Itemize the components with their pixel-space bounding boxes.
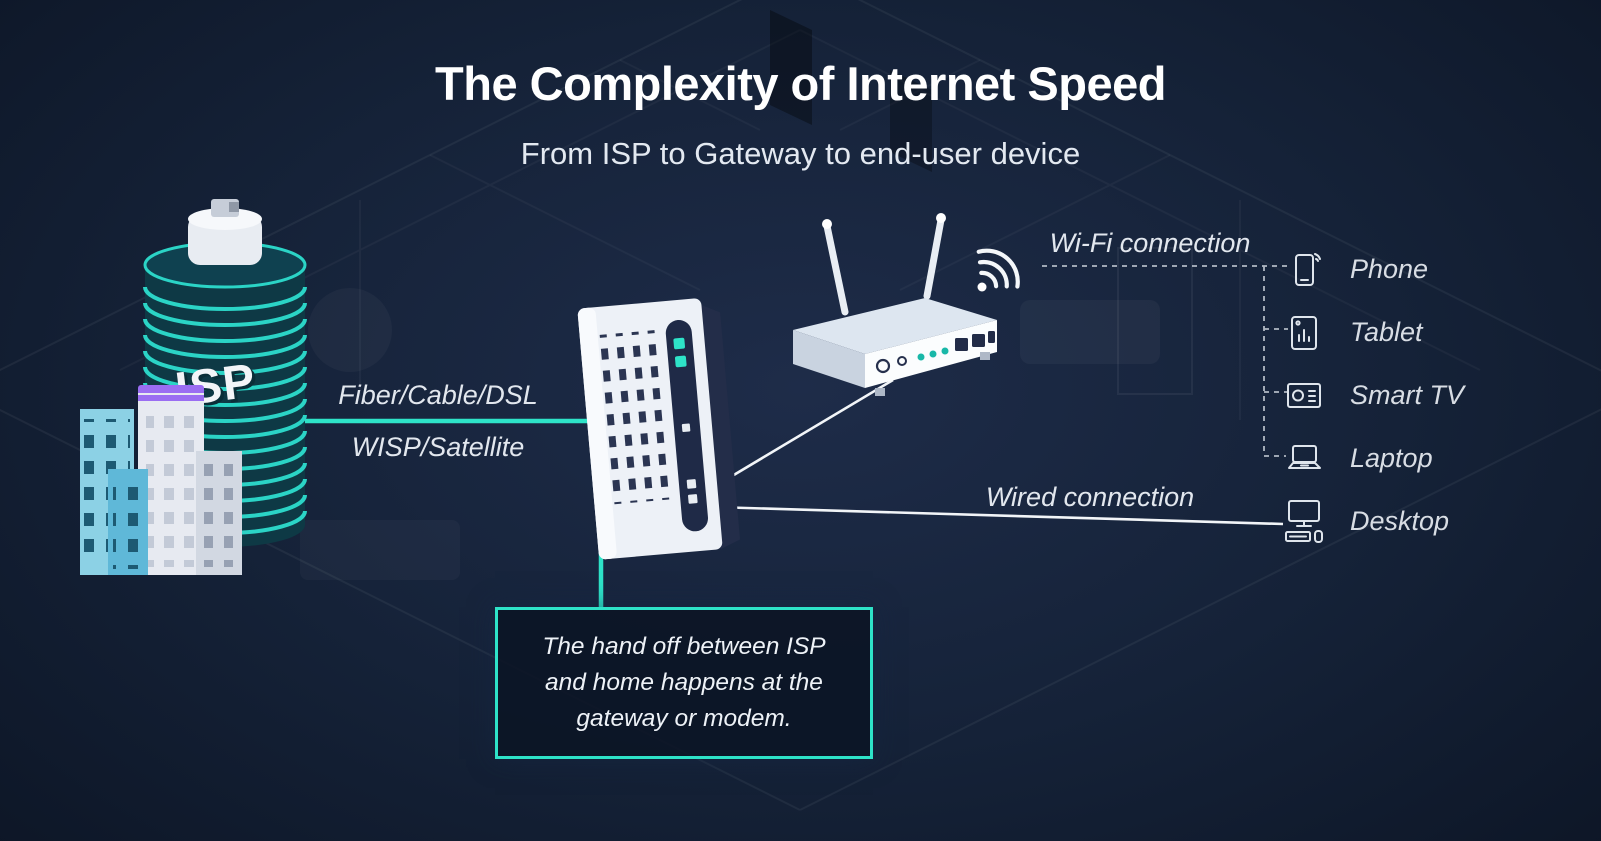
device-label: Laptop — [1350, 443, 1433, 473]
page-subtitle: From ISP to Gateway to end-user device — [520, 136, 1081, 171]
link-label-wisp: WISP/Satellite — [351, 432, 525, 462]
wifi-router — [793, 213, 997, 396]
device-row-tablet: Tablet — [1278, 301, 1588, 364]
isp-rooftop — [188, 199, 262, 265]
callout-text: The hand off between ISP and home happen… — [542, 633, 826, 732]
device-label: Smart TV — [1350, 380, 1465, 410]
page-title: The Complexity of Internet Speed — [435, 57, 1166, 110]
wifi-connection-label: Wi-Fi connection — [1049, 228, 1251, 258]
smart-tv-icon — [1278, 374, 1330, 418]
modem-to-router-line — [711, 378, 894, 490]
phone-icon — [1278, 248, 1330, 292]
device-label: Tablet — [1350, 317, 1423, 347]
device-row-laptop: Laptop — [1278, 427, 1588, 490]
laptop-icon — [1278, 437, 1330, 481]
wired-connection-line — [712, 505, 1284, 526]
device-row-desktop: Desktop — [1278, 490, 1588, 553]
wifi-dashed-lines — [1042, 265, 1290, 457]
device-label: Desktop — [1350, 506, 1450, 536]
desktop-icon — [1278, 496, 1330, 548]
device-row-smart-tv: Smart TV — [1278, 364, 1588, 427]
link-label-fiber: Fiber/Cable/DSL — [338, 380, 538, 410]
device-row-phone: Phone — [1278, 238, 1588, 301]
tablet-icon — [1278, 311, 1330, 355]
wired-connection-label: Wired connection — [985, 482, 1195, 512]
city-buildings — [80, 385, 242, 575]
modem-vents — [595, 330, 671, 505]
router-front-details — [875, 331, 995, 374]
device-label: Phone — [1350, 254, 1429, 284]
isp-building: ISP ISP — [80, 199, 307, 575]
device-list: Phone Tablet — [1278, 238, 1588, 553]
gateway-modem — [577, 298, 741, 560]
router-antennas — [823, 216, 945, 316]
callout-box: The hand off between ISP and home happen… — [495, 607, 873, 759]
wifi-signal-icon — [976, 248, 1020, 292]
